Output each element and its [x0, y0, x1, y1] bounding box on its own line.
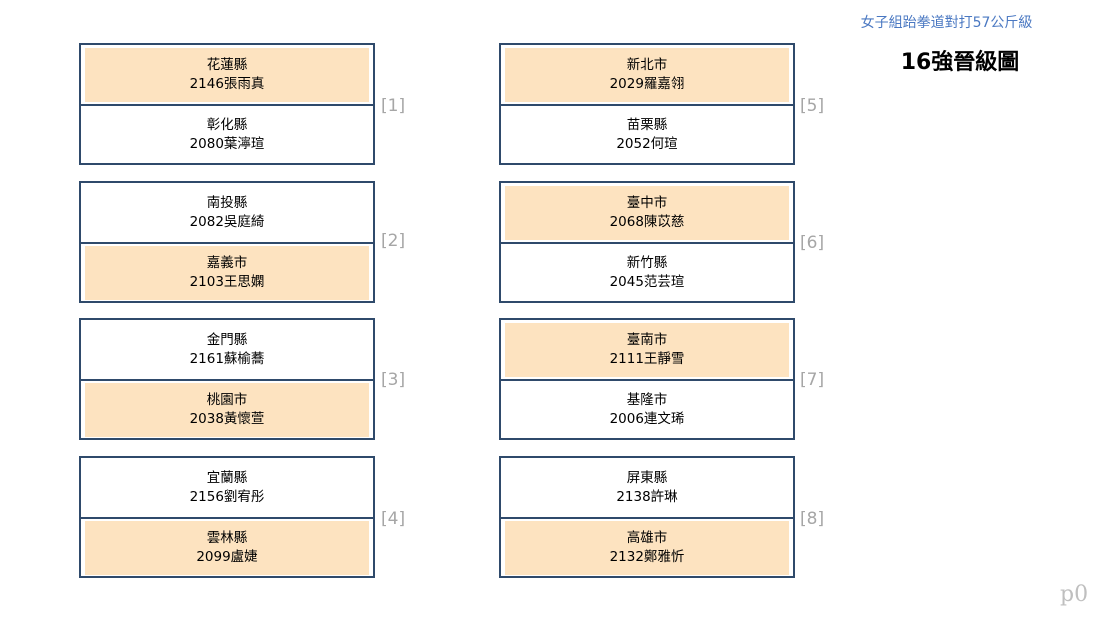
match-box: 屏東縣 2138許琳 高雄市 2132鄭雅忻	[499, 456, 795, 578]
match-divider	[81, 379, 373, 381]
competitor-area: 花蓮縣	[206, 57, 248, 73]
competitor-area: 宜蘭縣	[206, 470, 248, 486]
competitor-name: 2082吳庭綺	[189, 214, 265, 230]
competitor-name: 2045范芸瑄	[609, 274, 685, 290]
competitor-area: 高雄市	[626, 530, 668, 546]
match-box: 臺中市 2068陳苡慈 新竹縣 2045范芸瑄	[499, 181, 795, 303]
match-divider	[501, 517, 793, 519]
winner-highlight	[85, 383, 369, 437]
competitor-area: 雲林縣	[206, 530, 248, 546]
winner-highlight	[505, 521, 789, 575]
competitor-slot: 臺中市 2068陳苡慈	[501, 183, 793, 243]
winner-highlight	[85, 246, 369, 300]
competitor-area: 臺南市	[626, 332, 668, 348]
competitor-name: 2146張雨真	[189, 76, 265, 92]
competitor-slot: 新竹縣 2045范芸瑄	[501, 243, 793, 303]
competitor-slot: 基隆市 2006連文琋	[501, 380, 793, 440]
competitor-slot: 臺南市 2111王靜雪	[501, 320, 793, 380]
competitor-name: 2068陳苡慈	[609, 214, 685, 230]
competitor-area: 臺中市	[626, 195, 668, 211]
match-box: 南投縣 2082吳庭綺 嘉義市 2103王思嫻	[79, 181, 375, 303]
competitor-name: 2029羅嘉翎	[609, 76, 685, 92]
competitor-slot: 金門縣 2161蘇榆蕎	[81, 320, 373, 380]
match-box: 宜蘭縣 2156劉宥彤 雲林縣 2099盧婕	[79, 456, 375, 578]
competitor-slot: 屏東縣 2138許琳	[501, 458, 793, 518]
match-number: [2]	[381, 231, 406, 251]
competitor-slot: 南投縣 2082吳庭綺	[81, 183, 373, 243]
competitor-name: 2103王思嫻	[189, 274, 265, 290]
competitor-slot: 彰化縣 2080葉濘瑄	[81, 105, 373, 165]
competitor-area: 桃園市	[206, 392, 248, 408]
competitor-area: 南投縣	[206, 195, 248, 211]
competitor-name: 2132鄭雅忻	[609, 549, 685, 565]
competitor-slot: 苗栗縣 2052何瑄	[501, 105, 793, 165]
competitor-slot: 雲林縣 2099盧婕	[81, 518, 373, 578]
competitor-slot: 花蓮縣 2146張雨真	[81, 45, 373, 105]
match-number: [6]	[800, 233, 825, 253]
match-divider	[501, 242, 793, 244]
winner-highlight	[85, 521, 369, 575]
match-divider	[501, 104, 793, 106]
competitor-slot: 嘉義市 2103王思嫻	[81, 243, 373, 303]
competitor-name: 2038黃懷萱	[189, 411, 265, 427]
match-divider	[81, 104, 373, 106]
match-box: 新北市 2029羅嘉翎 苗栗縣 2052何瑄	[499, 43, 795, 165]
competitor-area: 新竹縣	[626, 255, 668, 271]
competitor-area: 嘉義市	[206, 255, 248, 271]
competitor-name: 2156劉宥彤	[189, 489, 265, 505]
bracket-title: 16強晉級圖	[900, 50, 1020, 75]
competitor-area: 基隆市	[626, 392, 668, 408]
competitor-slot: 新北市 2029羅嘉翎	[501, 45, 793, 105]
competitor-area: 彰化縣	[206, 117, 248, 133]
competitor-name: 2006連文琋	[609, 411, 685, 427]
page-marker: p0	[1060, 582, 1089, 607]
competitor-area: 屏東縣	[626, 470, 668, 486]
competitor-name: 2111王靜雪	[609, 351, 685, 367]
competitor-name: 2138許琳	[616, 489, 678, 505]
winner-highlight	[505, 186, 789, 240]
match-box: 花蓮縣 2146張雨真 彰化縣 2080葉濘瑄	[79, 43, 375, 165]
match-number: [8]	[800, 509, 825, 529]
match-divider	[81, 242, 373, 244]
competitor-area: 苗栗縣	[626, 117, 668, 133]
competitor-slot: 桃園市 2038黃懷萱	[81, 380, 373, 440]
match-number: [1]	[381, 96, 406, 116]
match-number: [3]	[381, 370, 406, 390]
winner-highlight	[505, 323, 789, 377]
competitor-area: 新北市	[626, 57, 668, 73]
competitor-name: 2099盧婕	[196, 549, 258, 565]
competitor-name: 2052何瑄	[616, 136, 678, 152]
match-number: [5]	[800, 96, 825, 116]
match-box: 金門縣 2161蘇榆蕎 桃園市 2038黃懷萱	[79, 318, 375, 440]
competitor-name: 2080葉濘瑄	[189, 136, 265, 152]
match-number: [7]	[800, 370, 825, 390]
match-divider	[501, 379, 793, 381]
match-number: [4]	[381, 509, 406, 529]
winner-highlight	[85, 48, 369, 102]
competitor-slot: 宜蘭縣 2156劉宥彤	[81, 458, 373, 518]
winner-highlight	[505, 48, 789, 102]
competitor-slot: 高雄市 2132鄭雅忻	[501, 518, 793, 578]
event-title: 女子組跆拳道對打57公斤級	[860, 15, 1033, 31]
match-divider	[81, 517, 373, 519]
competitor-area: 金門縣	[206, 332, 248, 348]
match-box: 臺南市 2111王靜雪 基隆市 2006連文琋	[499, 318, 795, 440]
competitor-name: 2161蘇榆蕎	[189, 351, 265, 367]
